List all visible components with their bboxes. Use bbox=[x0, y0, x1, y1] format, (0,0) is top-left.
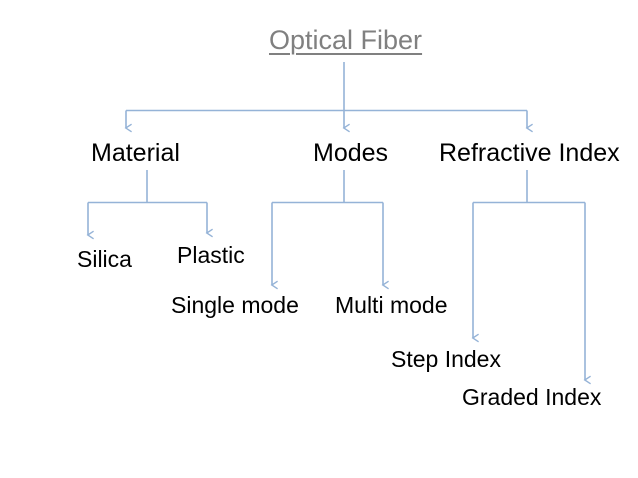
node-refractive-index: Refractive Index bbox=[439, 139, 620, 167]
node-plastic: Plastic bbox=[177, 242, 245, 268]
node-material: Material bbox=[91, 139, 180, 167]
node-silica: Silica bbox=[77, 246, 132, 272]
node-modes: Modes bbox=[313, 139, 389, 167]
node-graded-index: Graded Index bbox=[462, 384, 602, 410]
node-single-mode: Single mode bbox=[171, 292, 299, 318]
node-multi-mode: Multi mode bbox=[335, 292, 448, 318]
node-optical-fiber-title: Optical Fiber bbox=[269, 25, 423, 55]
node-step-index: Step Index bbox=[391, 346, 501, 372]
